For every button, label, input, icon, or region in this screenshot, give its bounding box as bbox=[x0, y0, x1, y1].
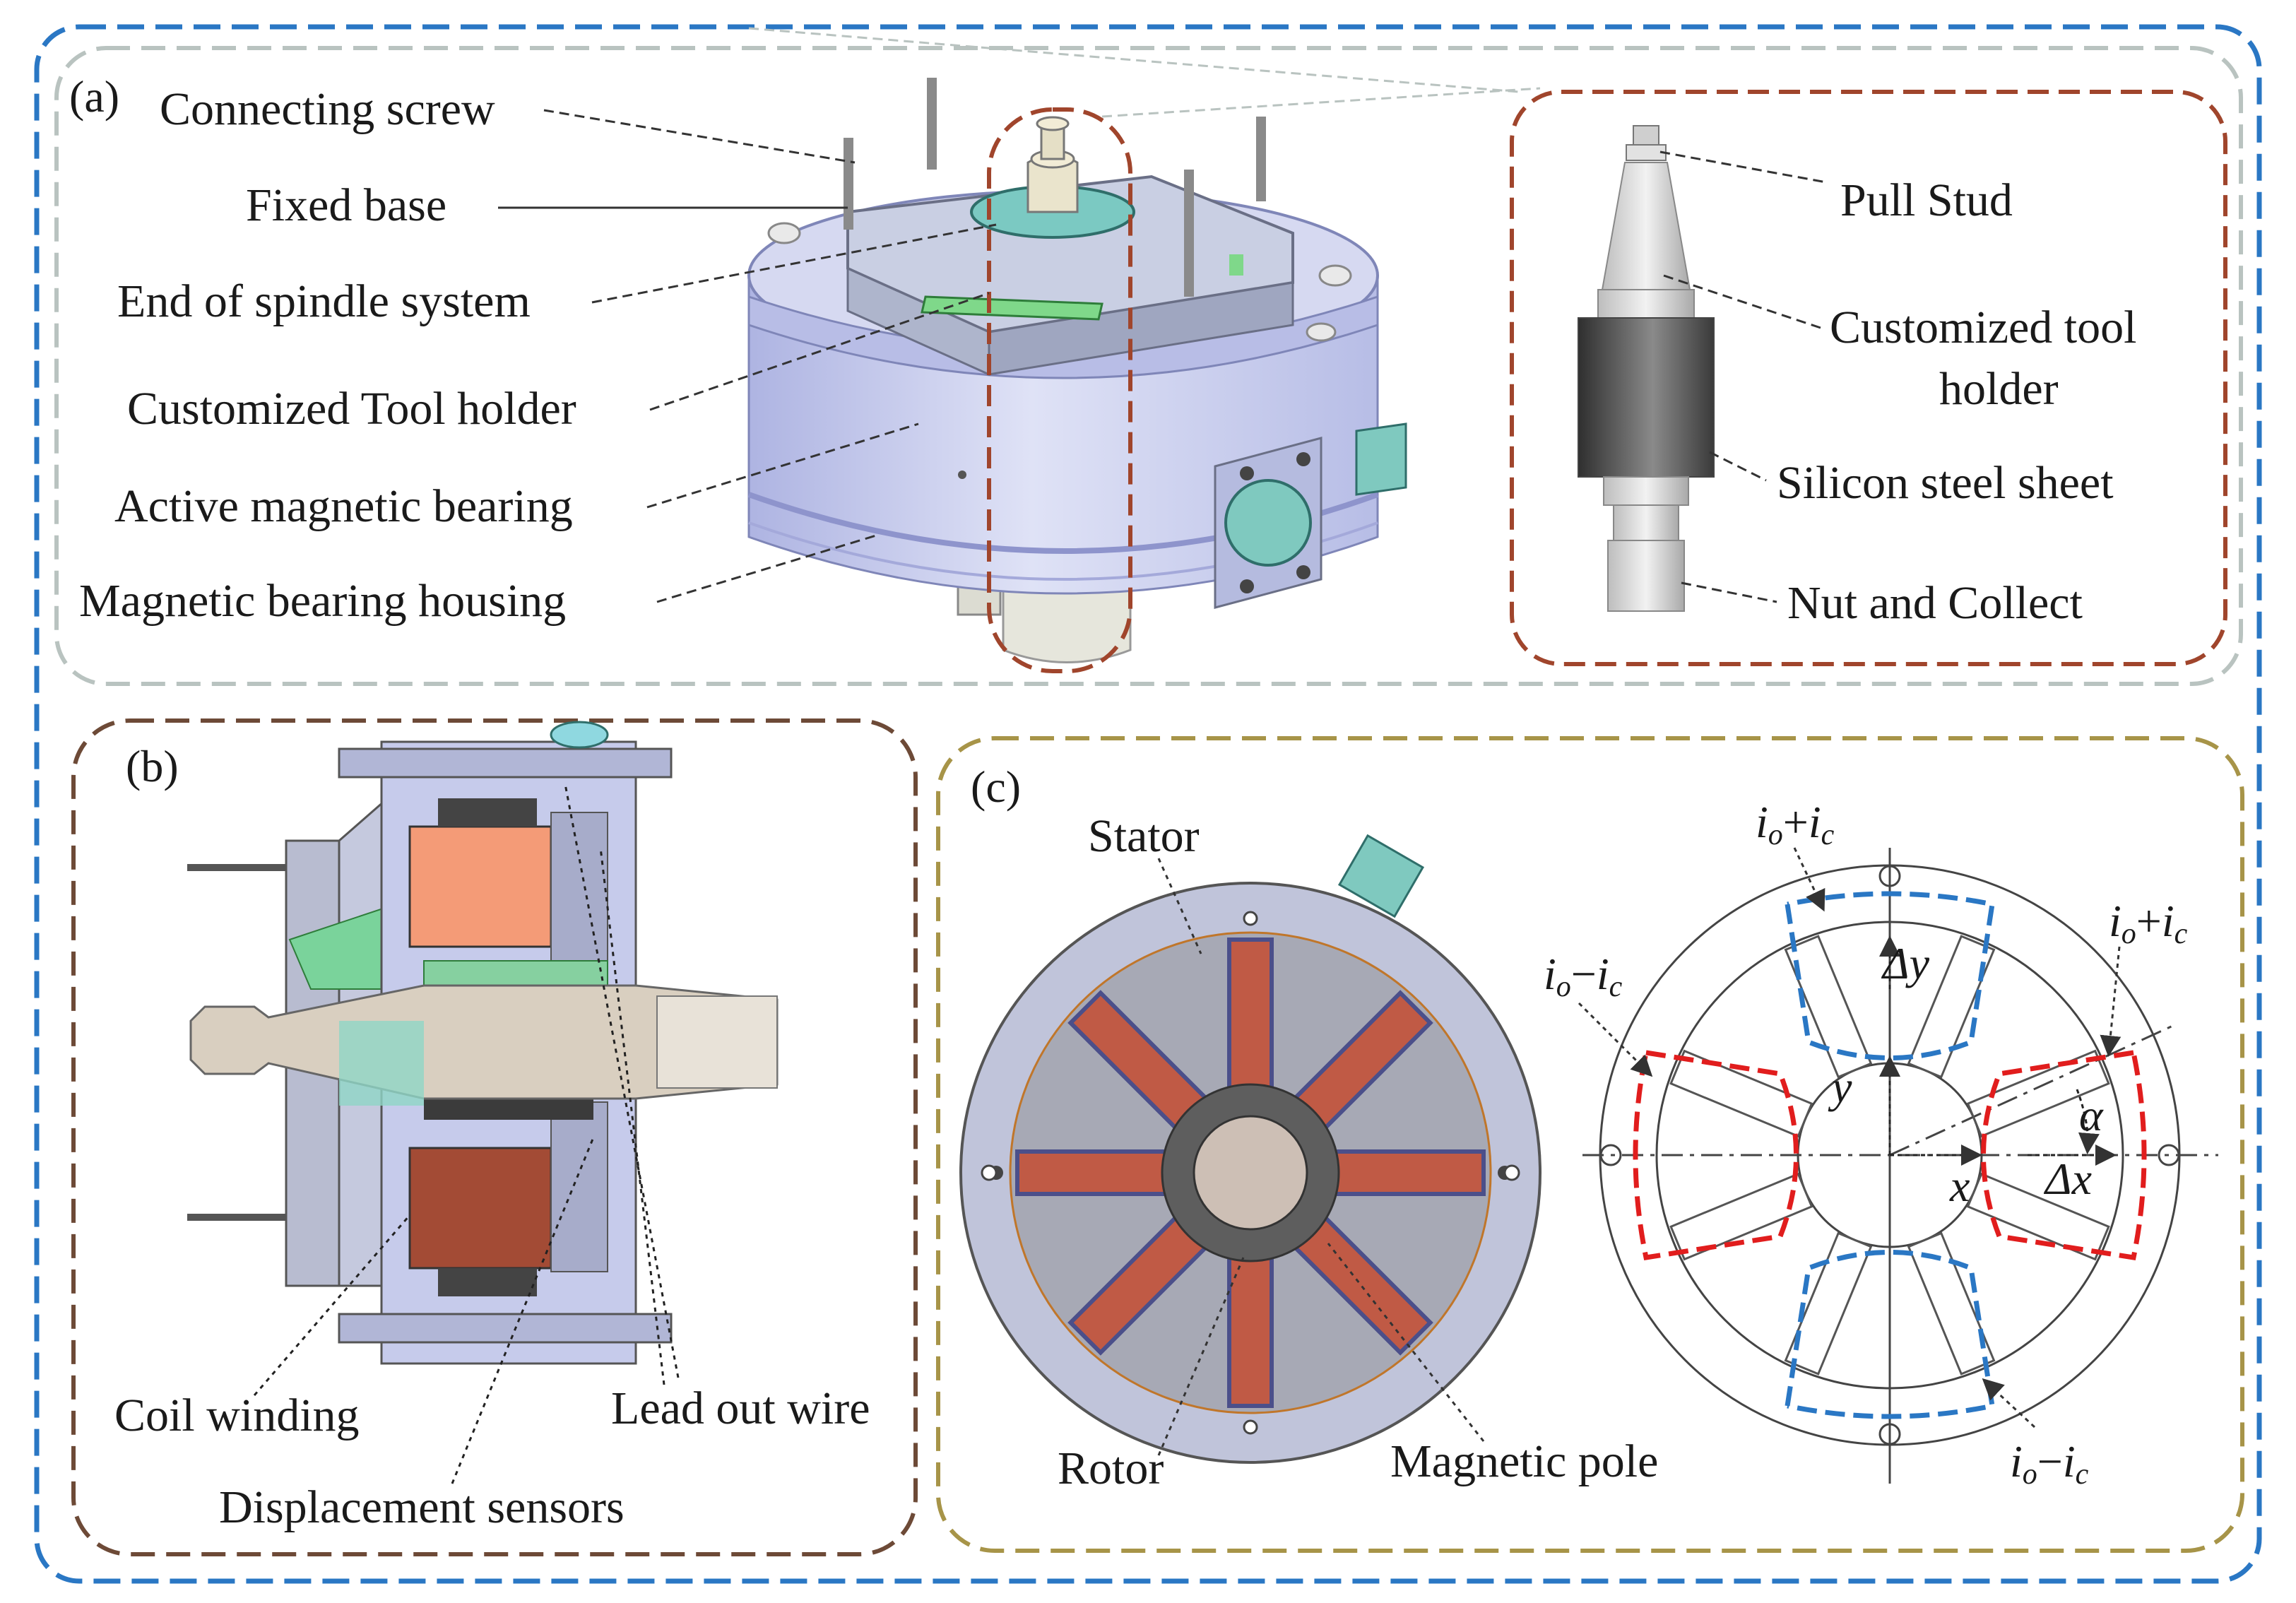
current-label-top: io+ic bbox=[1756, 797, 1835, 851]
label-stator: Stator bbox=[1088, 810, 1200, 862]
leader-lines-inset bbox=[1659, 150, 1827, 603]
schematic-pole bbox=[1784, 1231, 1873, 1376]
label-silicon-steel-sheet: Silicon steel sheet bbox=[1777, 457, 2114, 509]
axis-label-x: x bbox=[1949, 1161, 1970, 1211]
schematic-pole bbox=[1669, 1049, 1813, 1138]
label-rotor: Rotor bbox=[1058, 1443, 1164, 1494]
current-path-right bbox=[1981, 1050, 2147, 1260]
schematic-poles bbox=[1669, 935, 2110, 1376]
label-inset-tool-holder-2: holder bbox=[1939, 363, 2059, 415]
label-fixed-base: Fixed base bbox=[246, 179, 446, 231]
outer-border bbox=[34, 24, 2262, 1584]
schematic-pole bbox=[1966, 1172, 2110, 1261]
current-path-left bbox=[1633, 1050, 1799, 1260]
axes-arrows bbox=[1879, 935, 2117, 1166]
axis-label-alpha: α bbox=[2079, 1090, 2104, 1140]
amb-assembly bbox=[747, 78, 1407, 663]
label-end-of-spindle: End of spindle system bbox=[117, 276, 531, 327]
schematic-pole bbox=[1907, 935, 1996, 1079]
label-lead-out-wire: Lead out wire bbox=[611, 1383, 870, 1434]
label-active-magnetic-bearing: Active magnetic bearing bbox=[114, 480, 573, 532]
tool-holder-drawing bbox=[1578, 125, 1715, 612]
schematic-pole bbox=[1966, 1049, 2110, 1138]
panel-c-border bbox=[936, 736, 2244, 1553]
spindle-highlight bbox=[987, 107, 1132, 673]
axis-label-y: y bbox=[1828, 1062, 1852, 1112]
current-path-top bbox=[1785, 891, 1995, 1060]
schematic-pole bbox=[1784, 935, 1873, 1079]
label-nut-and-collect: Nut and Collect bbox=[1787, 577, 2083, 629]
panel-b-tag: (b) bbox=[126, 741, 179, 791]
current-paths bbox=[1633, 891, 2147, 1419]
leader-lines-b bbox=[253, 783, 680, 1484]
panel-a-border bbox=[54, 46, 2243, 686]
axis-label-dx: Δx bbox=[2043, 1154, 2092, 1204]
current-arrows bbox=[1578, 847, 2122, 1428]
label-magnetic-bearing-housing: Magnetic bearing housing bbox=[79, 575, 566, 627]
leader-lines-a bbox=[498, 27, 1541, 603]
label-coil-winding: Coil winding bbox=[114, 1390, 360, 1441]
schematic-pole bbox=[1669, 1172, 1813, 1261]
label-connecting-screw: Connecting screw bbox=[160, 83, 495, 135]
schematic-pole bbox=[1907, 1231, 1996, 1376]
current-label-left: io−ic bbox=[1544, 949, 1623, 1003]
cross-section-drawing bbox=[187, 721, 779, 1365]
panel-b-border bbox=[71, 718, 918, 1556]
label-customized-tool-holder: Customized Tool holder bbox=[127, 383, 576, 434]
label-pull-stud: Pull Stud bbox=[1840, 175, 2013, 226]
panel-c-tag: (c) bbox=[971, 762, 1021, 812]
amb-front-view bbox=[959, 834, 1541, 1464]
label-inset-tool-holder-1: Customized tool bbox=[1830, 302, 2136, 353]
current-label-right-top: io+ic bbox=[2109, 896, 2188, 950]
panel-a-tag: (a) bbox=[69, 71, 119, 122]
label-magnetic-pole: Magnetic pole bbox=[1390, 1436, 1658, 1487]
axis-label-dy: Δy bbox=[1881, 938, 1930, 988]
label-displacement-sensors: Displacement sensors bbox=[219, 1481, 625, 1533]
current-path-bottom bbox=[1785, 1250, 1995, 1419]
current-label-bottom: io−ic bbox=[2010, 1436, 2089, 1491]
